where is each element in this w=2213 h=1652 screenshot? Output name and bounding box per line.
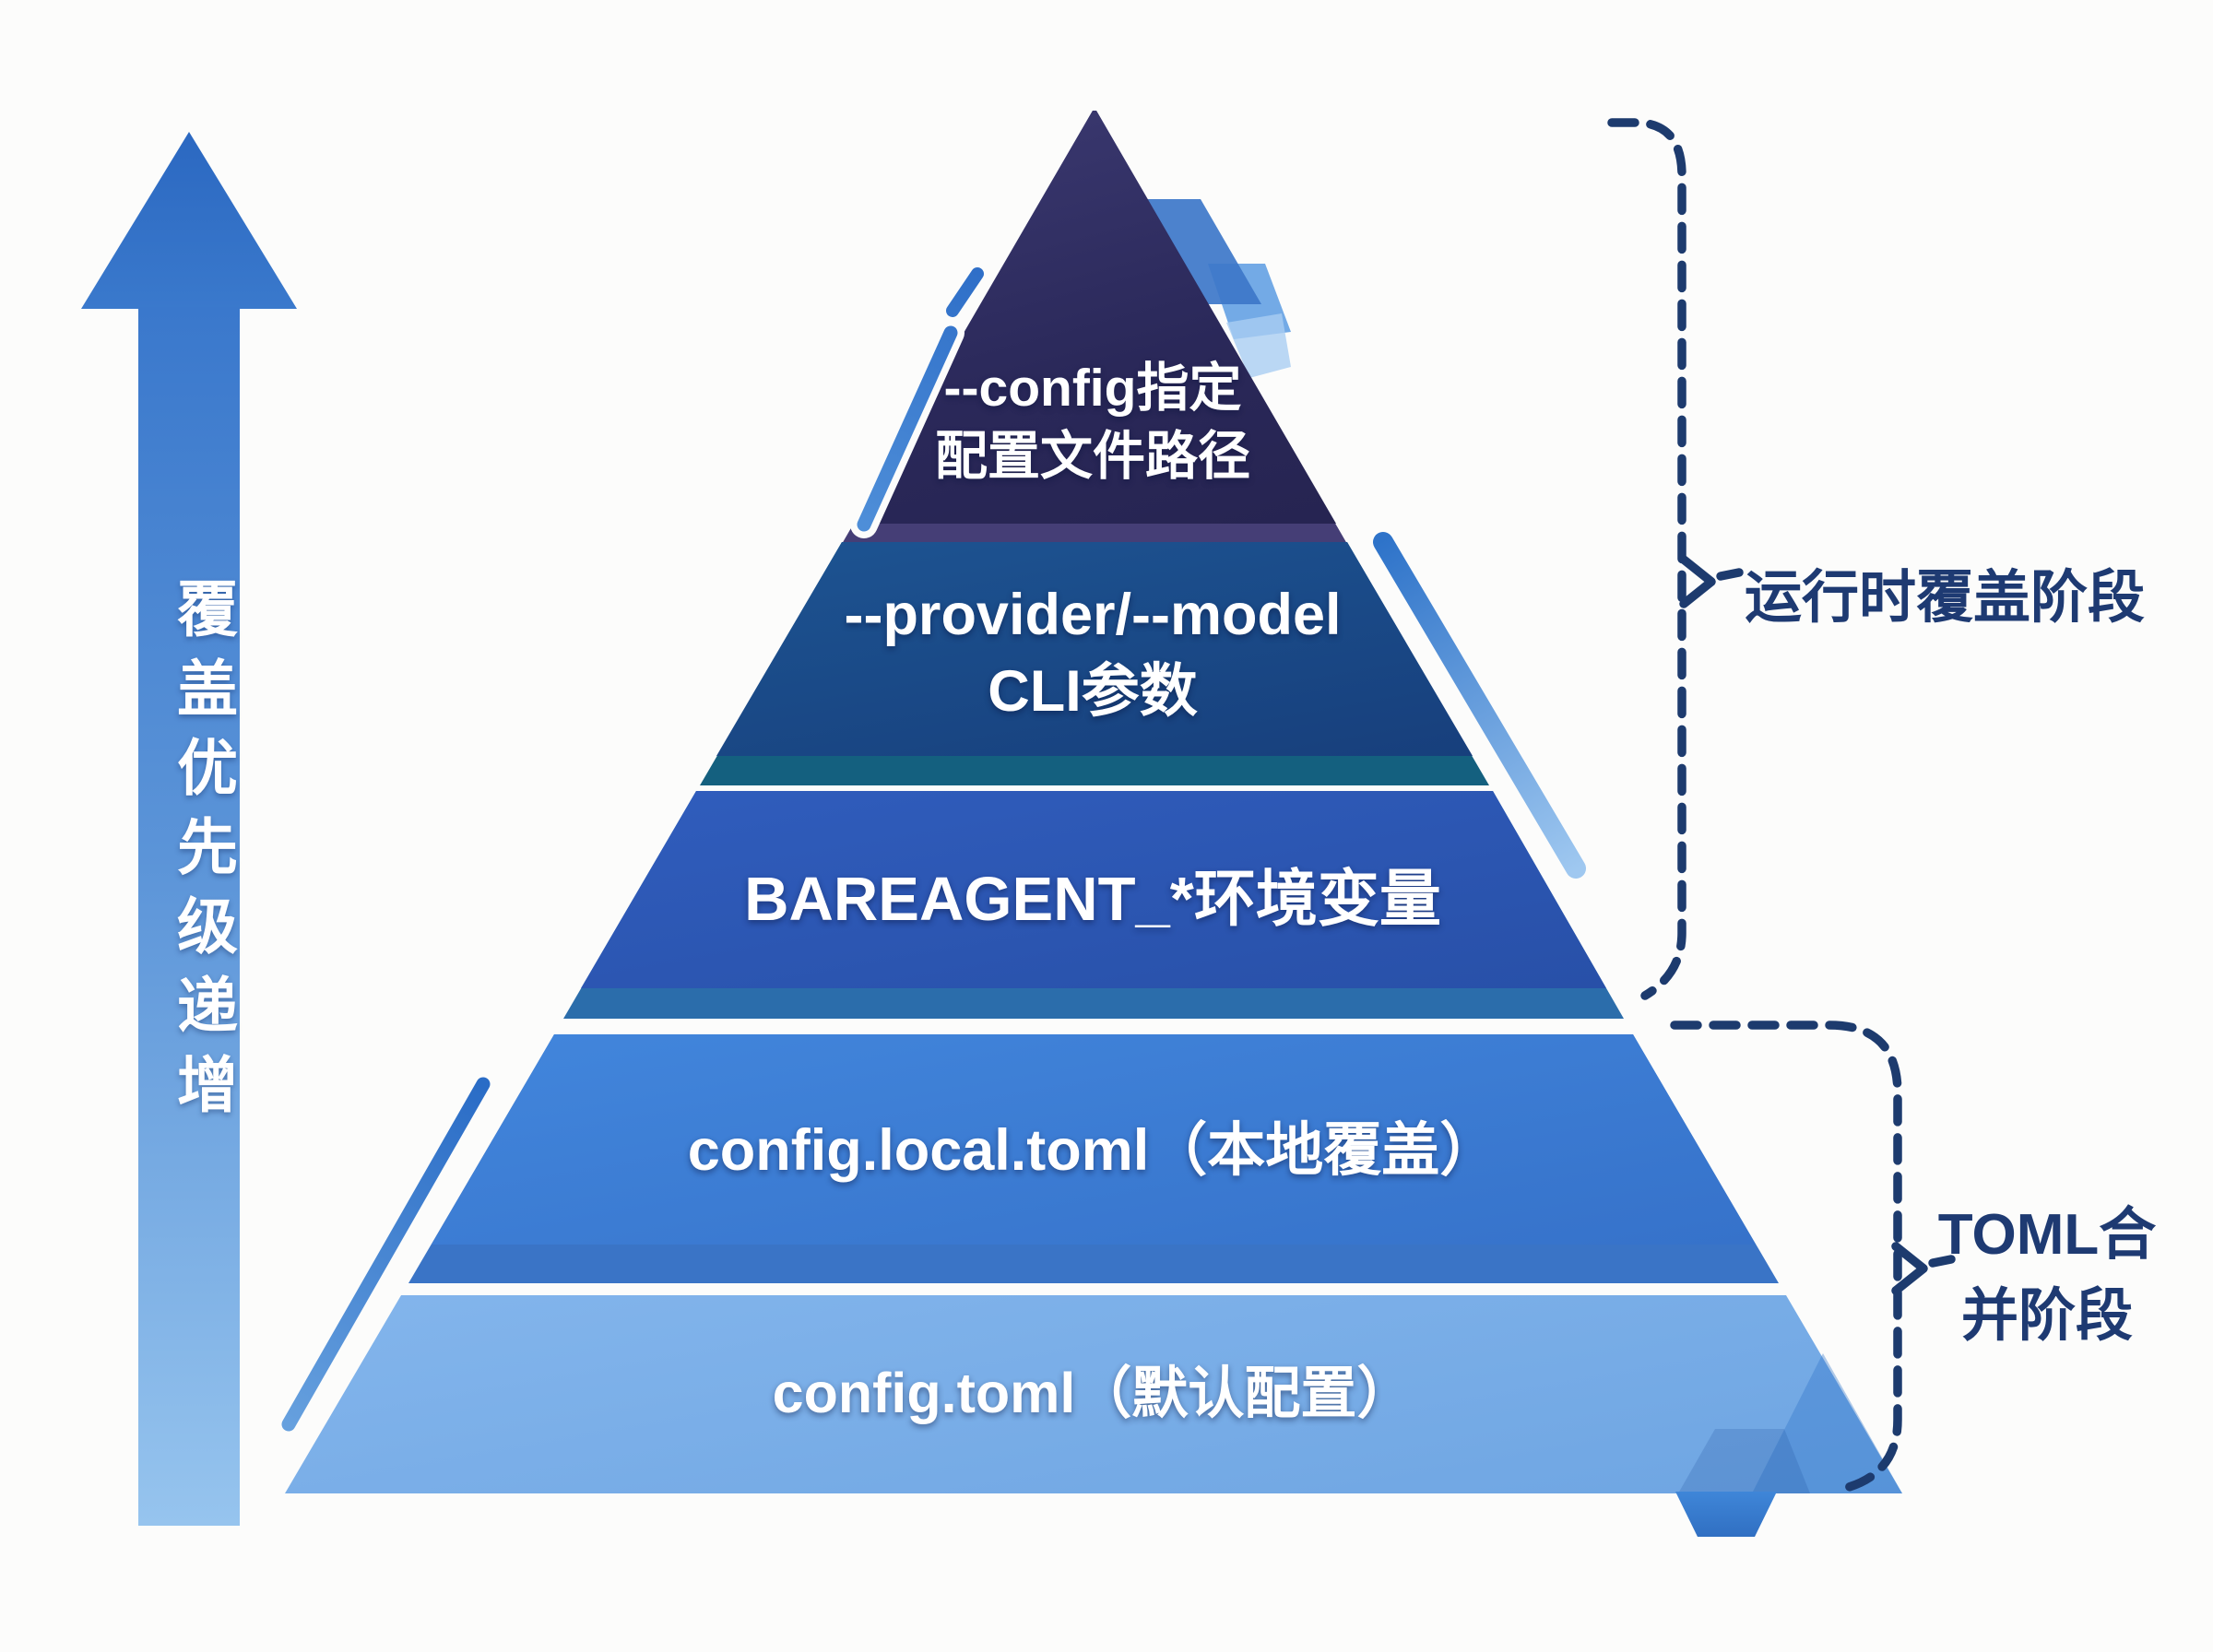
- accent-dash-top-short: [946, 267, 984, 317]
- level-1-label: --config指定 配置文件路径: [816, 354, 1369, 490]
- priority-arrow-shaft: [138, 307, 240, 1526]
- level-2-line-2: CLI参数: [988, 659, 1198, 724]
- annotation-toml-label: TOML合并阶段: [1937, 1203, 2157, 1348]
- level-5-line-1: config.toml（默认配置）: [772, 1362, 1414, 1424]
- level-2-label: --provider/--model CLI参数: [724, 577, 1462, 730]
- level-3-label: BAREAGENT_*环境变量: [586, 866, 1600, 934]
- priority-arrow-head: [81, 132, 297, 309]
- level-4-line-1: config.local.toml（本地覆盖）: [687, 1118, 1498, 1183]
- bracket-runtime-pointer: [1679, 555, 1716, 608]
- level-5-fold-tab: [1675, 1492, 1777, 1537]
- bracket-runtime: [1607, 118, 1686, 1000]
- pyramid-level-5: [285, 1295, 1902, 1493]
- priority-arrow-label: 覆盖优先级递增: [169, 577, 237, 1132]
- level-5-label: config.toml（默认配置）: [355, 1361, 1830, 1425]
- annotation-runtime-label: 运行时覆盖阶段: [1745, 566, 2146, 630]
- bracket-runtime-pointer-dash: [1716, 568, 1744, 581]
- pyramid-level-4: [432, 1034, 1756, 1245]
- pyramid-level-2: [716, 542, 1473, 756]
- level-1-line-2: 配置文件路径: [935, 427, 1250, 486]
- bracket-toml-pointer: [1891, 1242, 1928, 1295]
- level-3-line-1: BAREAGENT_*环境变量: [744, 865, 1441, 934]
- level-4-label: config.local.toml（本地覆盖）: [447, 1117, 1738, 1184]
- level-2-line-1: --provider/--model: [844, 583, 1342, 647]
- level-1-line-1: --config指定: [943, 359, 1242, 418]
